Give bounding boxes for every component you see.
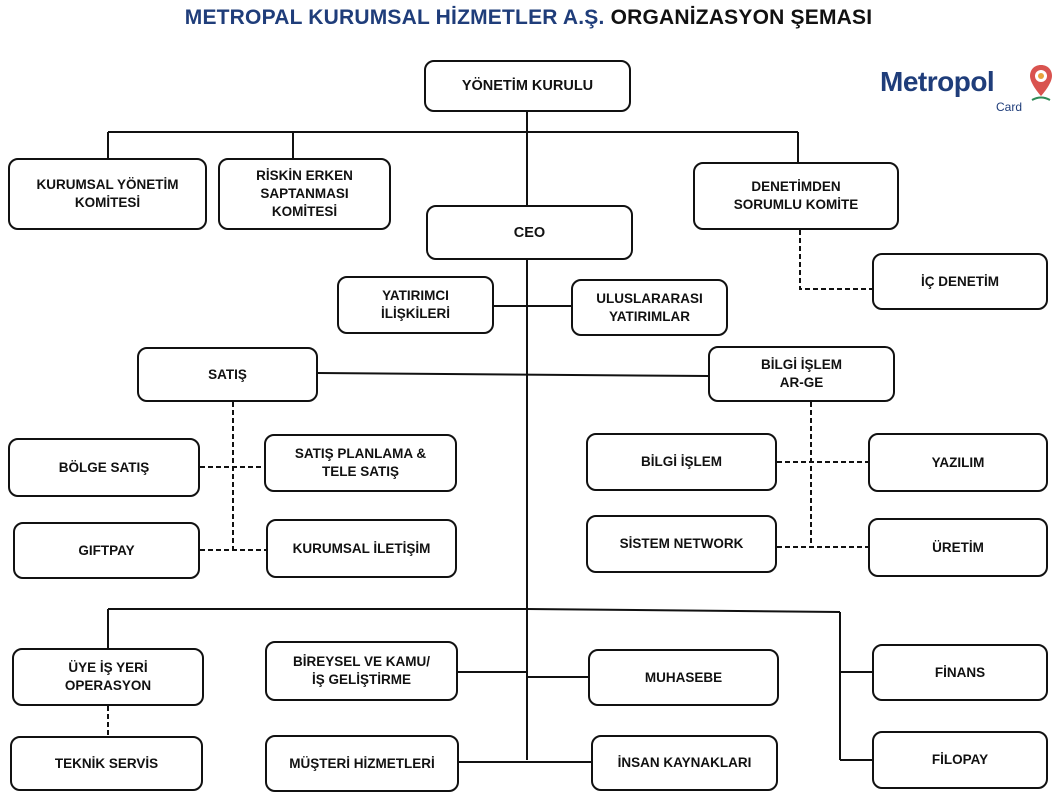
connector-ic-denetim <box>799 230 872 290</box>
connector-board-bus <box>108 112 798 133</box>
logo-sub: Card <box>996 100 1023 114</box>
node-uye-is-yeri-operasyon: ÜYE İŞ YERİ OPERASYON <box>12 648 204 706</box>
node-bilgi-islem-arge: BİLGİ İŞLEM AR-GE <box>708 346 895 402</box>
node-bireysel-kamu: BİREYSEL VE KAMU/ İŞ GELİŞTİRME <box>265 641 458 701</box>
node-giftpay: GIFTPAY <box>13 522 200 579</box>
node-insan-kaynaklari: İNSAN KAYNAKLARI <box>591 735 778 791</box>
node-muhasebe: MUHASEBE <box>588 649 779 706</box>
node-filopay: FİLOPAY <box>872 731 1048 789</box>
node-yatirimci-iliskileri: YATIRIMCI İLİŞKİLERİ <box>337 276 494 334</box>
logo-word: Metropol <box>880 66 995 97</box>
node-teknik-servis: TEKNİK SERVİS <box>10 736 203 791</box>
connector-finans-filopay <box>839 612 872 761</box>
node-ic-denetim: İÇ DENETİM <box>872 253 1048 310</box>
node-kurumsal-yonetim-komitesi: KURUMSAL YÖNETİM KOMİTESİ <box>8 158 207 230</box>
map-pin-icon <box>1030 65 1052 101</box>
node-satis-planlama: SATIŞ PLANLAMA & TELE SATIŞ <box>264 434 457 492</box>
node-uretim: ÜRETİM <box>868 518 1048 577</box>
node-denetimden-sorumlu-komite: DENETİMDEN SORUMLU KOMİTE <box>693 162 899 230</box>
title-company: METROPAL KURUMSAL HİZMETLER A.Ş. <box>184 6 605 29</box>
node-ceo: CEO <box>426 205 633 260</box>
page-title: METROPAL KURUMSAL HİZMETLER A.Ş. ORGANİZ… <box>0 6 1057 30</box>
node-uluslararasi-yatirimlar: ULUSLARARASI YATIRIMLAR <box>571 279 728 336</box>
node-sistem-network: SİSTEM NETWORK <box>586 515 777 573</box>
node-riskin-erken-saptanmasi: RİSKİN ERKEN SAPTANMASI KOMİTESİ <box>218 158 391 230</box>
title-chart: ORGANİZASYON ŞEMASI <box>610 6 873 29</box>
node-bolge-satis: BÖLGE SATIŞ <box>8 438 200 497</box>
node-finans: FİNANS <box>872 644 1048 701</box>
connector-satis-tree <box>200 402 266 551</box>
node-yazilim: YAZILIM <box>868 433 1048 492</box>
connector-lower-bus <box>108 608 841 613</box>
node-yonetim-kurulu: YÖNETİM KURULU <box>424 60 631 112</box>
node-musteri-hizmetleri: MÜŞTERİ HİZMETLERİ <box>265 735 459 792</box>
metropol-card-logo: Metropol Card <box>880 64 1056 120</box>
node-satis: SATIŞ <box>137 347 318 402</box>
node-kurumsal-iletisim: KURUMSAL İLETİŞİM <box>266 519 457 578</box>
connector-satis-bilgi-islem <box>317 372 709 377</box>
node-bilgi-islem: BİLGİ İŞLEM <box>586 433 777 491</box>
connector-bilgi-islem-tree <box>777 402 868 548</box>
